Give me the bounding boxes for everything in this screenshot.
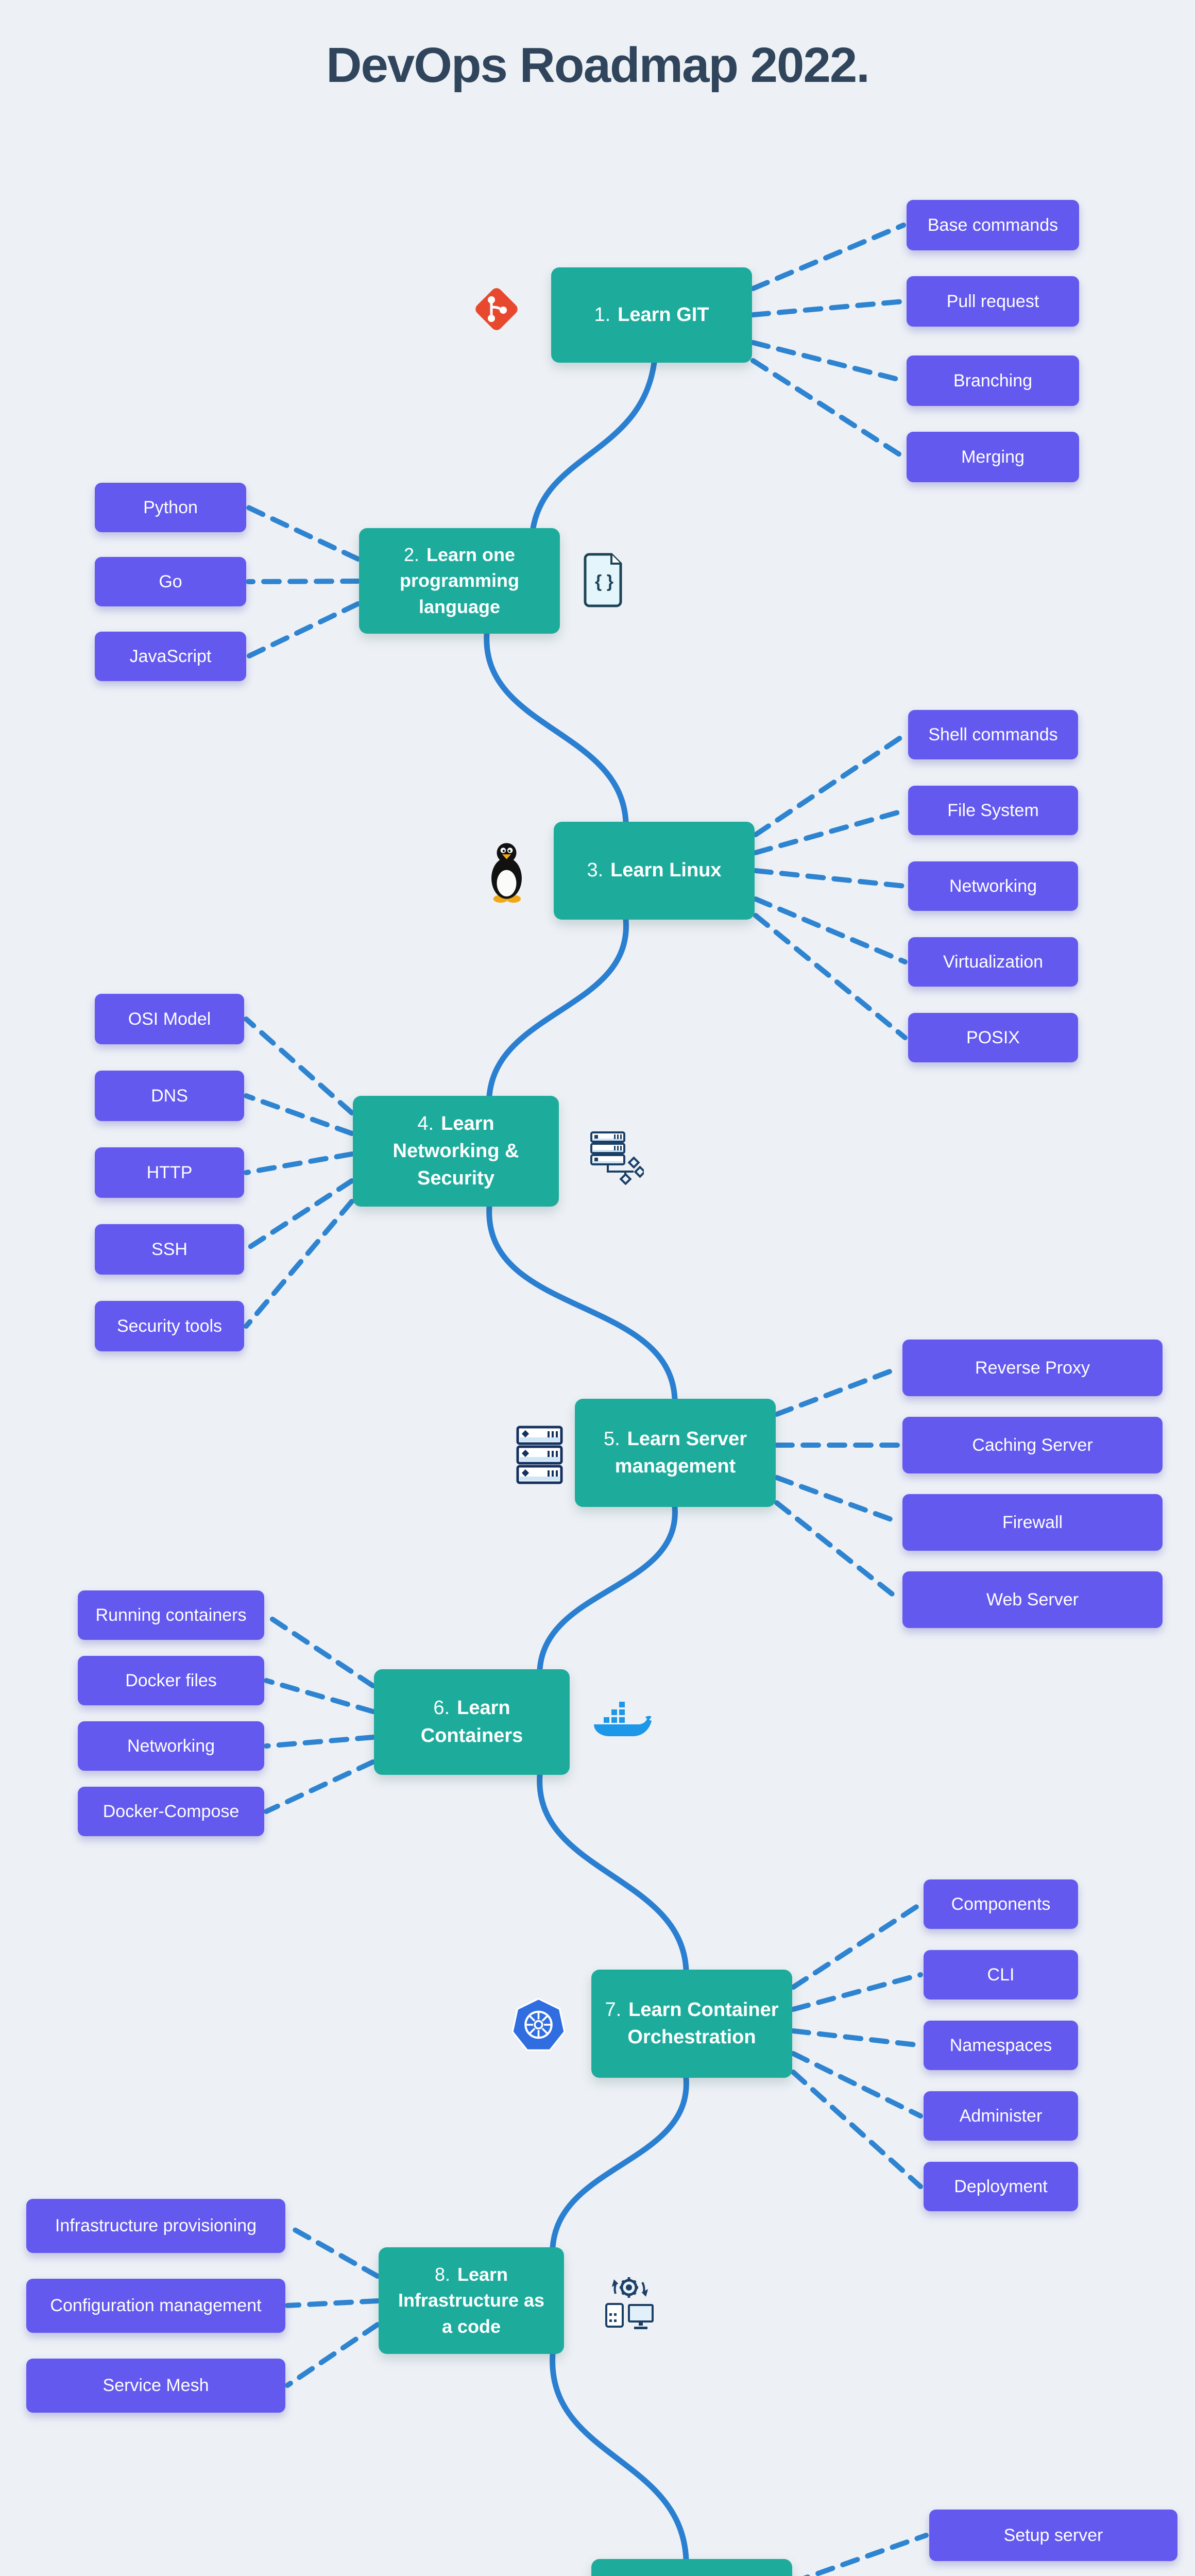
step-label: Learn Server management: [614, 1428, 747, 1477]
topic-javascript: JavaScript: [95, 632, 246, 681]
svg-text:{ }: { }: [595, 572, 613, 591]
step-label: Learn GIT: [618, 303, 709, 326]
topic-shell-commands: Shell commands: [908, 710, 1078, 759]
kubernetes-icon: [511, 1996, 566, 2053]
topic-http: HTTP: [95, 1147, 244, 1198]
step-number: 3.: [587, 859, 604, 882]
topic-posix: POSIX: [908, 1013, 1078, 1062]
topic-file-system: File System: [908, 786, 1078, 835]
topic-networking-containers: Networking: [78, 1721, 264, 1771]
topic-web-server: Web Server: [902, 1571, 1163, 1628]
topic-networking-linux: Networking: [908, 861, 1078, 911]
step-learn-containers: 6.Learn Containers: [374, 1669, 570, 1775]
topic-security-tools: Security tools: [95, 1301, 244, 1351]
topic-firewall: Firewall: [902, 1494, 1163, 1551]
topic-setup-server: Setup server: [929, 2510, 1177, 2561]
topic-branching: Branching: [907, 355, 1079, 406]
topic-virtualization: Virtualization: [908, 937, 1078, 987]
git-icon: [471, 281, 522, 337]
step-learn-server-management: 5.Learn Server management: [575, 1399, 776, 1507]
topic-dns: DNS: [95, 1071, 244, 1121]
step-learn-cicd: 9.Learn CI/CD: [591, 2559, 792, 2576]
step-learn-infrastructure-as-code: 8.Learn Infrastructure as a code: [379, 2247, 564, 2354]
step-number: 8.: [434, 2263, 450, 2285]
step-label: Learn Networking & Security: [392, 1112, 519, 1190]
step-learn-networking-security: 4.Learn Networking & Security: [353, 1096, 559, 1207]
topic-base-commands: Base commands: [907, 200, 1079, 250]
step-label: Learn Linux: [610, 859, 722, 882]
topic-components: Components: [924, 1879, 1078, 1929]
step-learn-linux: 3. Learn Linux: [554, 822, 755, 920]
step-number: 2.: [403, 544, 419, 565]
step-label: Learn Containers: [420, 1697, 523, 1747]
step-number: 7.: [605, 1998, 622, 2021]
topic-pull-request: Pull request: [907, 276, 1079, 327]
topic-docker-files: Docker files: [78, 1656, 264, 1705]
topic-service-mesh: Service Mesh: [26, 2359, 285, 2413]
topic-running-containers: Running containers: [78, 1590, 264, 1640]
step-label: Learn Container Orchestration: [627, 1998, 779, 2048]
topic-caching-server: Caching Server: [902, 1417, 1163, 1473]
server-stack-icon: [513, 1423, 567, 1487]
topic-configuration-management: Configuration management: [26, 2279, 285, 2333]
topic-administer: Administer: [924, 2091, 1078, 2141]
topic-deployment: Deployment: [924, 2162, 1078, 2211]
docker-whale-icon: [590, 1698, 652, 1747]
topic-docker-compose: Docker-Compose: [78, 1787, 264, 1836]
step-label: Learn one programming language: [399, 544, 519, 617]
topic-namespaces: Namespaces: [924, 2021, 1078, 2070]
linux-tux-icon: [482, 839, 531, 903]
step-number: 4.: [417, 1112, 434, 1134]
code-file-icon: { }: [583, 551, 627, 608]
topic-osi-model: OSI Model: [95, 994, 244, 1044]
step-learn-programming-language: 2.Learn one programming language: [359, 528, 560, 634]
topic-infrastructure-provisioning: Infrastructure provisioning: [26, 2199, 285, 2253]
topic-ssh: SSH: [95, 1224, 244, 1275]
topic-reverse-proxy: Reverse Proxy: [902, 1340, 1163, 1396]
step-learn-container-orchestration: 7.Learn Container Orchestration: [591, 1970, 792, 2078]
topic-python: Python: [95, 483, 246, 532]
page-title: DevOps Roadmap 2022.: [326, 38, 870, 93]
automation-gear-icon: [600, 2273, 658, 2331]
step-number: 1.: [594, 303, 611, 326]
topic-go: Go: [95, 557, 246, 606]
step-learn-git: 1. Learn GIT: [551, 267, 752, 363]
network-security-icon: [587, 1128, 646, 1185]
step-label: Learn Infrastructure as a code: [398, 2263, 545, 2337]
topic-merging: Merging: [907, 432, 1079, 482]
step-number: 6.: [433, 1697, 450, 1719]
topic-cli: CLI: [924, 1950, 1078, 1999]
step-number: 5.: [603, 1428, 620, 1450]
